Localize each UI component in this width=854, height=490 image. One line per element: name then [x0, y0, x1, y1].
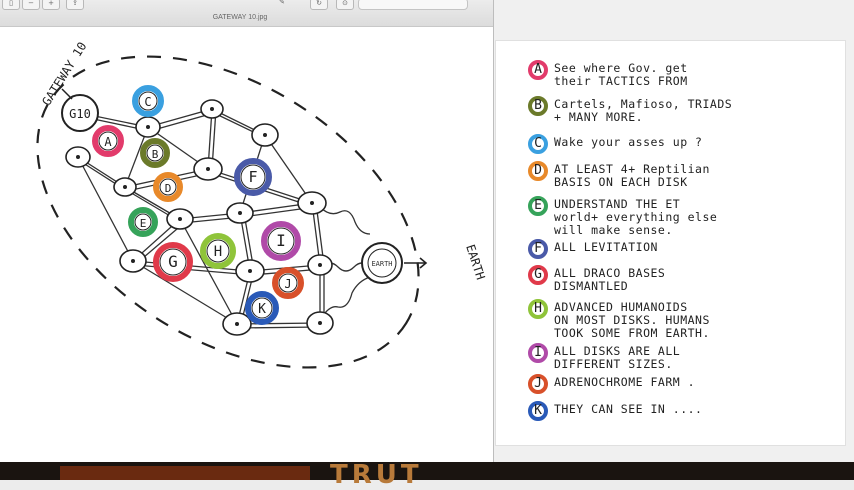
node-a-outline [98, 131, 118, 151]
earth-arrow [404, 257, 428, 269]
legend-text-d: AT LEAST 4+ Reptilian BASIS ON EACH DISK [554, 162, 710, 189]
legend-badge-i: I [528, 343, 548, 363]
node-f-label: F [248, 168, 257, 186]
legend-badge-k: K [528, 401, 548, 421]
background-orange-band [60, 466, 310, 480]
node-f-ring [234, 158, 272, 196]
node-d-label: D [165, 182, 172, 195]
legend-badge-f: F [528, 239, 548, 259]
viewer-titlebar: ▯ − + ⇪ ✎ ↻ ⊙ GATEWAY 10.jpg [0, 0, 493, 27]
node-f-outline [240, 164, 266, 190]
image-viewer-window: ▯ − + ⇪ ✎ ↻ ⊙ GATEWAY 10.jpg [0, 0, 494, 462]
earth-node-inner [367, 248, 397, 278]
gateway-arrow [61, 88, 73, 100]
node-h-outline [206, 239, 230, 263]
outer-boundary [36, 55, 420, 369]
legend-badge-g: G [528, 265, 548, 285]
legend-badge-a: A [528, 60, 548, 80]
node-c-label: C [144, 95, 151, 109]
node-a-label: A [104, 135, 112, 149]
legend-badge-b: B [528, 96, 548, 116]
legend-badge-e: E [528, 196, 548, 216]
legend-text-e: UNDERSTAND THE ET world+ everything else… [554, 197, 718, 237]
node-i-label: I [276, 231, 286, 250]
legend-text-f: ALL LEVITATION [554, 240, 658, 254]
legend-text-j: ADRENOCHROME FARM . [554, 375, 696, 389]
node-j-outline [278, 273, 298, 293]
node-k-outline [251, 297, 273, 319]
earth-label: EARTH [463, 243, 487, 282]
gateway-node-label: G10 [69, 107, 91, 121]
legend-text-b: Cartels, Mafioso, TRIADS + MANY MORE. [554, 97, 733, 124]
legend-badge-h: H [528, 299, 548, 319]
legend-badge-d: D [528, 161, 548, 181]
background-video-strip: TRUT [0, 460, 854, 490]
window-title: GATEWAY 10.jpg [212, 14, 268, 21]
node-i-outline [267, 227, 295, 255]
node-e-outline [134, 213, 152, 231]
node-c-outline [138, 91, 158, 111]
background-strip-text: TRUT [330, 460, 423, 490]
search-input[interactable] [358, 0, 468, 10]
node-h-label: H [214, 244, 222, 260]
wave-link-1 [319, 206, 371, 235]
node-i-ring [261, 221, 301, 261]
legend-text-g: ALL DRACO BASES DISMANTLED [554, 266, 666, 293]
legend-text-h: ADVANCED HUMANOIDS ON MOST DISKS. HUMANS… [554, 300, 710, 340]
markup-icon[interactable]: ✎ [279, 0, 285, 6]
lettered-nodes: A B C D E F G H I J K [92, 85, 304, 325]
junction-dots [76, 107, 322, 326]
sidebar-toggle-button[interactable]: ▯ [2, 0, 20, 10]
legend-text-c: Wake your asses up ? [554, 135, 703, 149]
node-j-label: J [284, 277, 291, 291]
gateway-node [61, 94, 99, 132]
node-g-label: G [168, 252, 178, 271]
rotate-button[interactable]: ↻ [310, 0, 328, 10]
node-g-ring [153, 242, 193, 282]
legend-text-i: ALL DISKS ARE ALL DIFFERENT SIZES. [554, 344, 681, 371]
legend-text-a: See where Gov. get their TACTICS FROM [554, 61, 688, 88]
legend-badge-c: C [528, 134, 548, 154]
zoom-out-button[interactable]: − [22, 0, 40, 10]
node-d-outline [159, 178, 177, 196]
zoom-in-button[interactable]: + [42, 0, 60, 10]
node-k-label: K [258, 302, 266, 317]
node-b-label: B [152, 148, 159, 161]
earth-node-label: EARTH [371, 260, 392, 268]
node-g-outline [159, 248, 187, 276]
share-button[interactable]: ⇪ [66, 0, 84, 10]
node-e-label: E [140, 217, 147, 230]
wave-link-3 [321, 276, 371, 318]
legend-text-k: THEY CAN SEE IN .... [554, 402, 703, 416]
node-b-outline [146, 144, 164, 162]
legend-badge-j: J [528, 374, 548, 394]
markup-toolbar-button[interactable]: ⊙ [336, 0, 354, 10]
